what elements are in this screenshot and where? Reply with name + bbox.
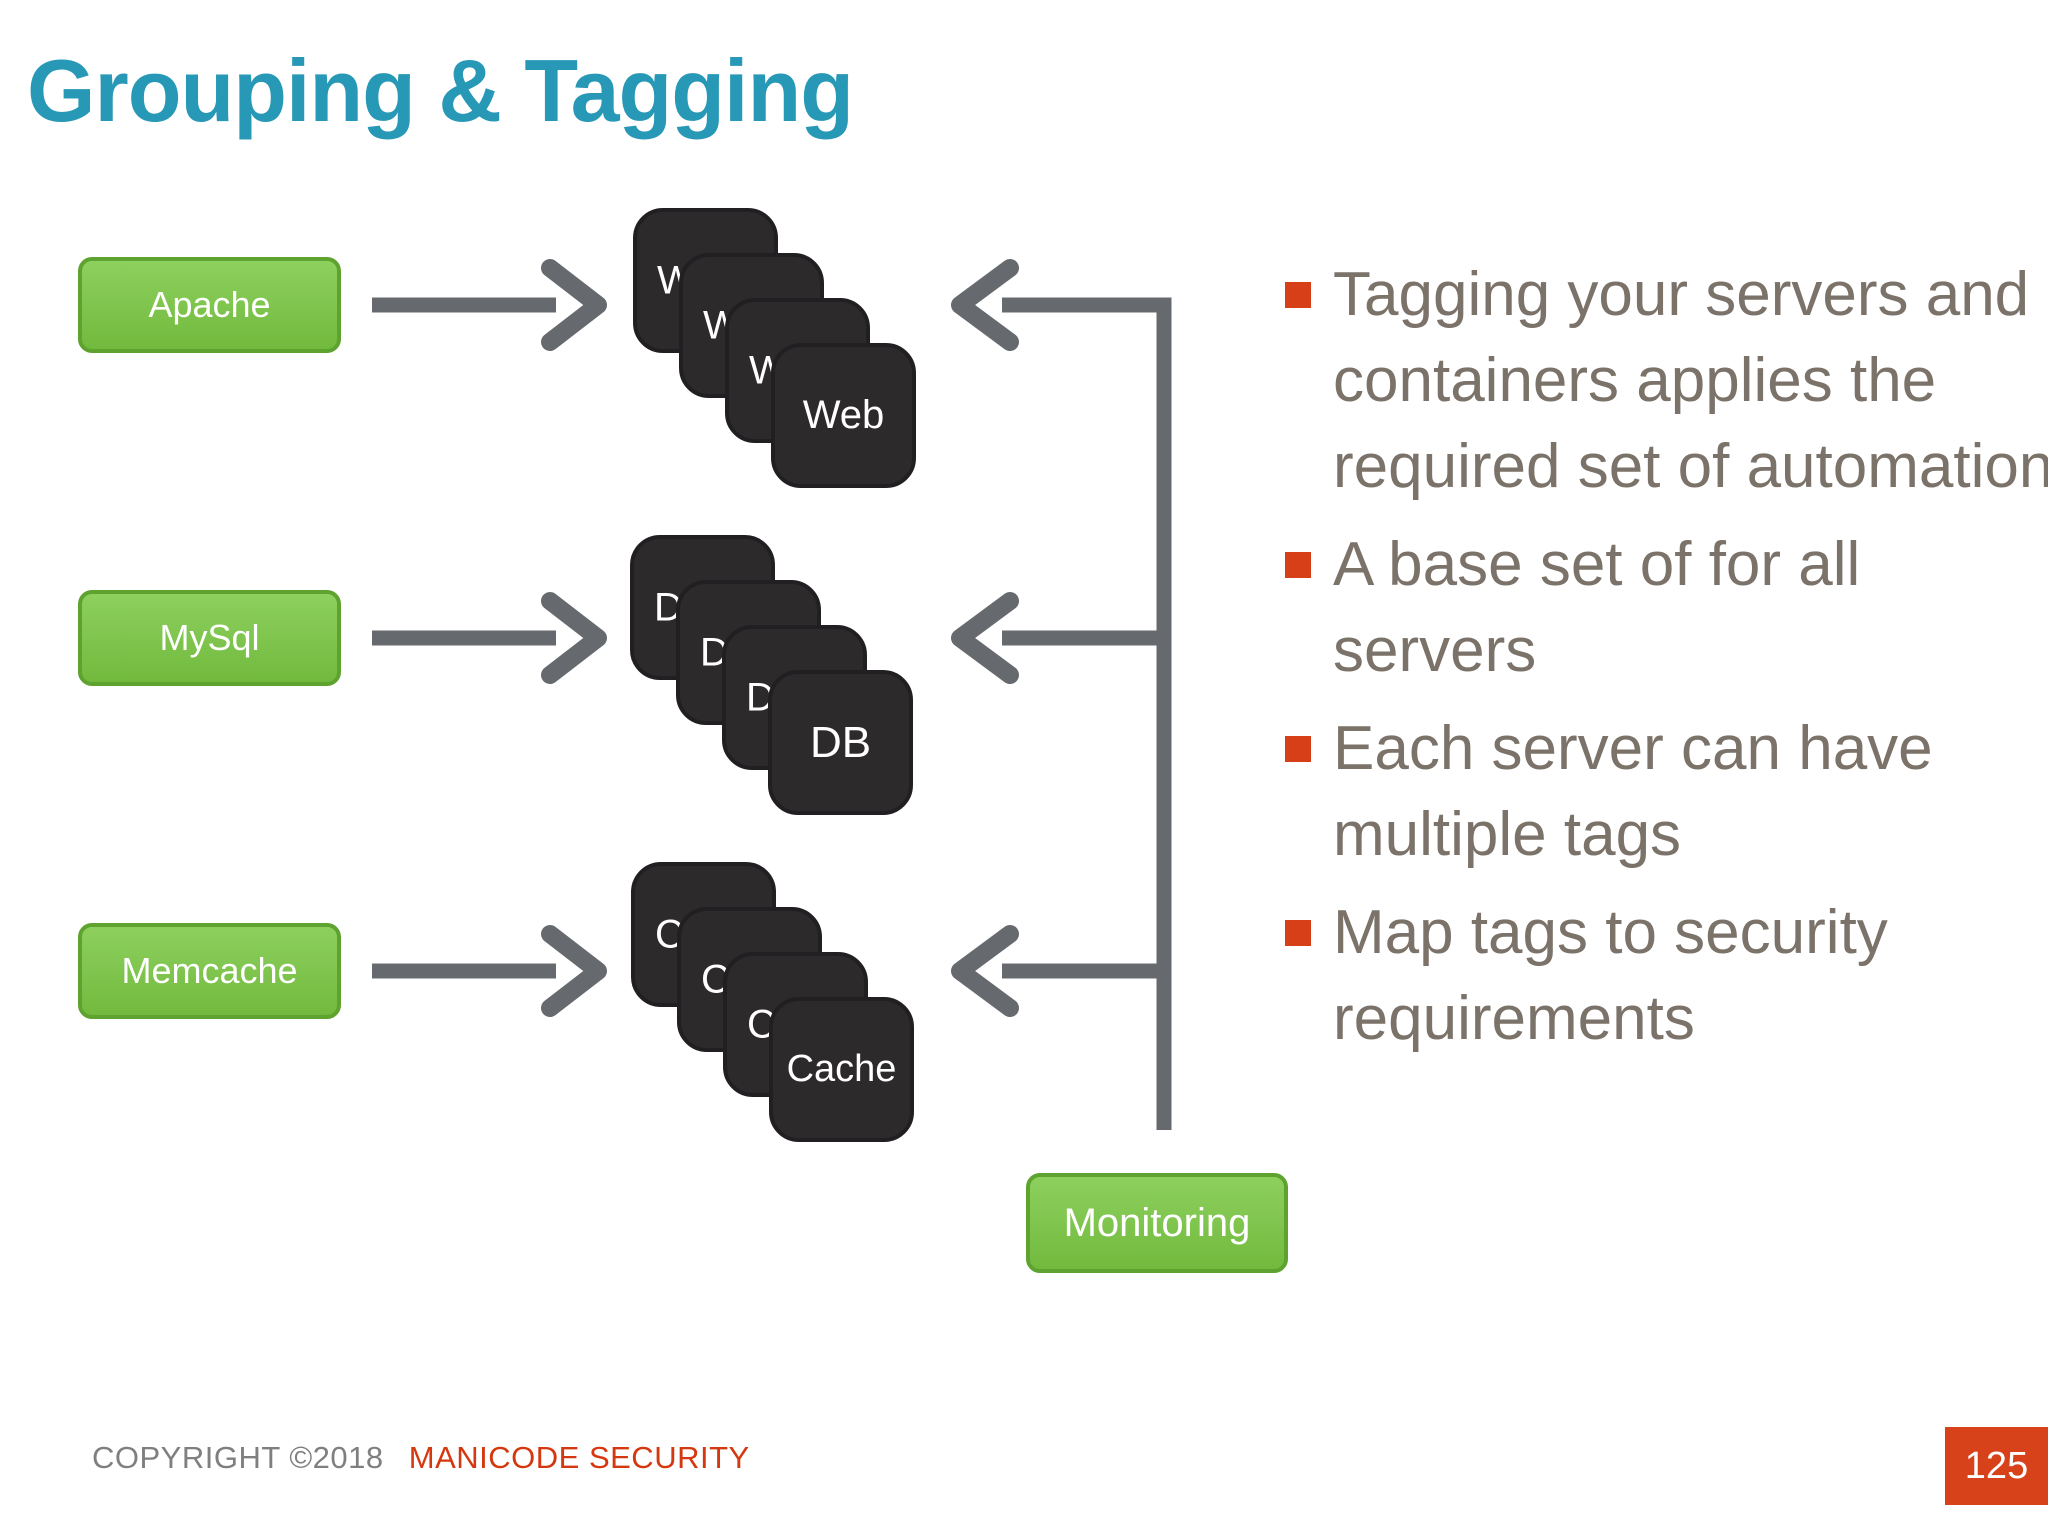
- monitoring-trunk-line: [1002, 297, 1172, 1130]
- arrow-mysql-to-db-head: [541, 592, 607, 684]
- bullet-item: A base set of for all servers: [1285, 522, 2048, 694]
- company-name: MANICODE SECURITY: [408, 1440, 750, 1475]
- bullet-text: A base set of for all servers: [1333, 530, 1861, 685]
- server-card-cache-front: Cache: [769, 997, 914, 1142]
- bullet-square-icon: [1285, 736, 1311, 762]
- group-box-mysql: MySql: [78, 590, 341, 686]
- group-label-mysql: MySql: [159, 617, 260, 658]
- arrow-monitoring-to-cache-head: [951, 925, 1019, 1017]
- page-title: Grouping & Tagging: [27, 41, 854, 140]
- copyright-text: COPYRIGHT ©2018: [92, 1440, 384, 1475]
- bullet-item: Each server can have multiple tags: [1285, 706, 2048, 878]
- server-card-web-front: Web: [771, 343, 916, 488]
- bullet-text: Map tags to security requirements: [1333, 898, 1888, 1053]
- footer-copyright: COPYRIGHT ©2018 MANICODE SECURITY: [92, 1440, 750, 1476]
- arrow-apache-to-web-head: [541, 259, 607, 351]
- group-label-memcache: Memcache: [121, 950, 298, 991]
- bullet-square-icon: [1285, 552, 1311, 578]
- bullet-list: Tagging your servers and containers appl…: [1285, 252, 2048, 1074]
- arrow-monitoring-to-web-head: [951, 259, 1019, 351]
- bullet-item: Tagging your servers and containers appl…: [1285, 252, 2048, 510]
- group-box-apache: Apache: [78, 257, 341, 353]
- server-card-label: Cache: [786, 1048, 897, 1090]
- arrow-memcache-to-cache-head: [541, 925, 607, 1017]
- bullet-item: Map tags to security requirements: [1285, 890, 2048, 1062]
- group-box-monitoring: Monitoring: [1026, 1173, 1288, 1273]
- server-card-db-front: DB: [768, 670, 913, 815]
- page-number: 125: [1964, 1444, 2029, 1487]
- server-card-label: Web: [802, 393, 885, 437]
- server-card-label: DB: [809, 717, 872, 767]
- bullet-text: Each server can have multiple tags: [1333, 714, 1933, 869]
- bullet-square-icon: [1285, 282, 1311, 308]
- arrow-monitoring-to-db-head: [951, 592, 1019, 684]
- bullet-text: Tagging your servers and containers appl…: [1333, 260, 2048, 501]
- group-label-apache: Apache: [148, 284, 271, 325]
- page-number-badge: 125: [1945, 1427, 2048, 1505]
- group-box-memcache: Memcache: [78, 923, 341, 1019]
- bullet-square-icon: [1285, 920, 1311, 946]
- group-label-monitoring: Monitoring: [1063, 1200, 1251, 1245]
